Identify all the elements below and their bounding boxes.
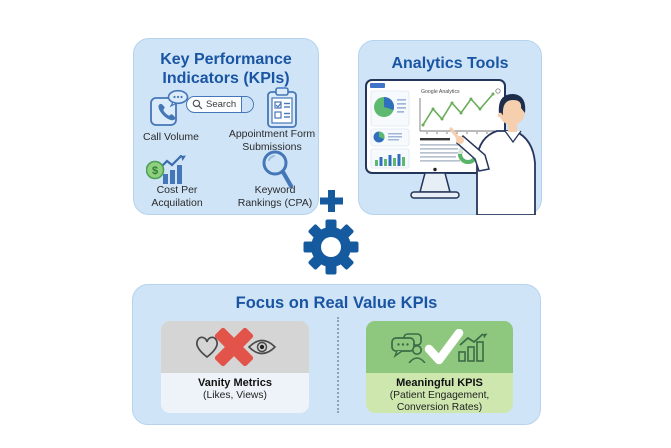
kpi-panel-title: Key Performance Indicators (KPIs)	[160, 51, 292, 87]
appointment-form-icon	[264, 87, 300, 129]
kpi-panel: Key Performance Indicators (KPIs) Search	[133, 38, 319, 215]
meaningful-text-zone: Meaningful KPIS (Patient Engagement, Con…	[366, 373, 513, 413]
analytics-panel: Analytics Tools	[358, 40, 542, 215]
analytics-panel-title: Analytics Tools	[391, 55, 509, 72]
search-icon	[192, 99, 203, 110]
search-placeholder: Search	[206, 99, 237, 110]
meaningful-icon-zone	[366, 321, 513, 373]
pie-chart-icon	[374, 96, 406, 117]
call-volume-icon	[149, 89, 189, 127]
vanity-metrics-card: Vanity Metrics (Likes, Views)	[161, 321, 309, 413]
gear-icon	[303, 219, 359, 275]
vanity-title: Vanity Metrics	[198, 377, 272, 389]
screen-gear-icon	[495, 88, 501, 94]
person-illustration	[449, 94, 536, 215]
line-chart-icon	[419, 92, 496, 134]
svg-text:$: $	[152, 165, 158, 177]
growth-chart-icon	[456, 332, 490, 362]
focus-panel: Focus on Real Value KPIs	[132, 284, 541, 425]
keyword-rankings-label: Keyword Rankings (CPA)	[237, 184, 313, 209]
chat-person-icon	[390, 331, 430, 363]
focus-panel-title: Focus on Real Value KPIs	[235, 294, 438, 312]
appointment-label: Appointment Form Submissions	[228, 128, 316, 153]
screen-header-text: Google Analytics	[421, 89, 460, 95]
keyword-rankings-icon	[260, 149, 296, 191]
meaningful-title: Meaningful KPIS	[396, 377, 483, 389]
vanity-text-zone: Vanity Metrics (Likes, Views)	[161, 373, 309, 413]
heart-icon	[193, 334, 221, 360]
call-volume-label: Call Volume	[142, 131, 200, 143]
search-field: Search	[186, 96, 254, 113]
vanity-icon-zone	[161, 321, 309, 373]
bar-chart-icon	[375, 154, 405, 166]
analytics-illustration: Google Analytics	[365, 79, 537, 215]
meaningful-subtitle: (Patient Engagement, Conversion Rates)	[389, 390, 490, 413]
cost-per-acquisition-icon: $	[146, 152, 190, 186]
meaningful-kpis-card: Meaningful KPIS (Patient Engagement, Con…	[366, 321, 513, 413]
check-icon	[422, 329, 464, 365]
vanity-subtitle: (Likes, Views)	[203, 390, 267, 401]
small-pie-chart-icon	[373, 131, 402, 143]
plus-icon	[320, 190, 343, 212]
search-field-cap	[241, 97, 253, 112]
cost-per-acquisition-label: Cost Per Acquilation	[151, 184, 203, 209]
dotted-divider	[337, 317, 339, 413]
eye-icon	[247, 337, 277, 357]
red-x-icon	[211, 324, 257, 370]
